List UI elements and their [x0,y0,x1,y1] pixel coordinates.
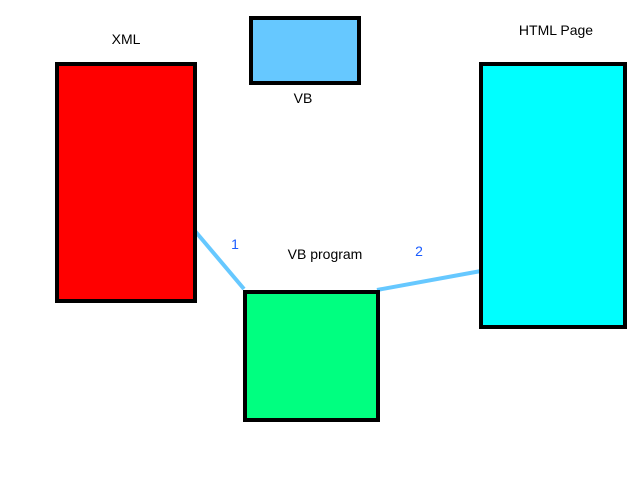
html-page-label: HTML Page [518,22,594,38]
edge-xml-to-vb-program [193,229,246,291]
edge-label-1: 1 [231,236,239,252]
html-page-box [479,62,627,329]
xml-label: XML [111,31,141,47]
xml-box [55,62,197,303]
edge-label-2: 2 [415,243,423,259]
vb-program-label: VB program [287,246,363,262]
vb-program-box [243,290,380,422]
vb-box [249,16,361,85]
vb-label: VB [293,90,313,106]
edge-vb-program-to-html-page [376,269,482,292]
